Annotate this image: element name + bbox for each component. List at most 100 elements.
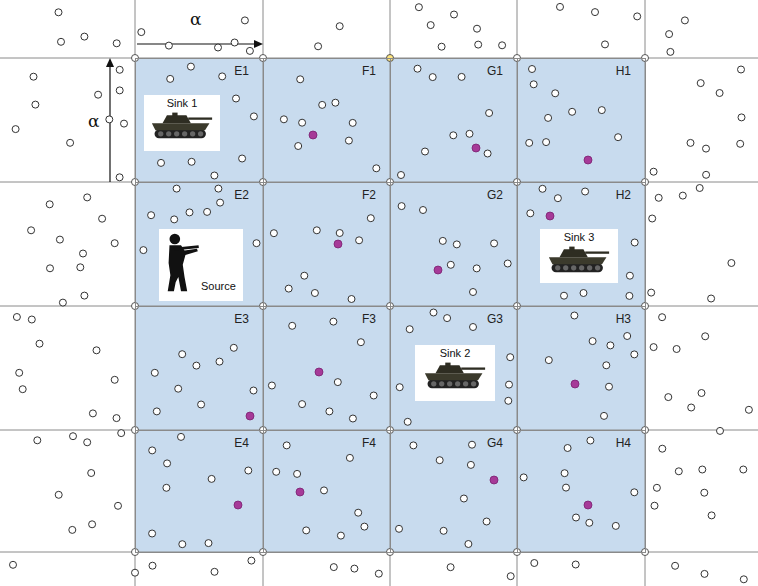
sensor-node [370, 392, 377, 399]
grid-cell: E1Sink 1 [135, 58, 264, 183]
sensor-node [93, 347, 100, 354]
sensor-node [491, 240, 498, 247]
grid-cell: E4 [135, 430, 264, 553]
sensor-node [230, 344, 237, 351]
sensor-node [745, 406, 752, 413]
sensor-node [414, 65, 421, 72]
sensor-node [280, 116, 287, 123]
sensor-node [634, 13, 641, 20]
sensor-node [703, 145, 710, 152]
sensor-node [398, 172, 405, 179]
sensor-node [631, 239, 638, 246]
sensor-node [208, 475, 215, 482]
sensor-node [666, 31, 673, 38]
cell-label: G3 [487, 312, 503, 326]
sensor-node [151, 369, 158, 376]
sensor-node [507, 573, 514, 580]
sensor-node [527, 210, 534, 217]
sensor-node [672, 562, 679, 569]
sensor-node [539, 185, 546, 192]
sensor-node [186, 209, 193, 216]
sensor-node [140, 247, 147, 254]
grid-cell: G1 [390, 58, 518, 183]
sensor-node [699, 466, 706, 473]
sensor-node [467, 461, 474, 468]
sensor-node [606, 383, 613, 390]
sensor-node [187, 63, 194, 70]
sensor-node [132, 569, 139, 576]
sensor-node [81, 292, 88, 299]
sensor-node [215, 44, 222, 51]
sensor-node [84, 439, 91, 446]
sensor-node [326, 408, 333, 415]
sensor-node [552, 90, 559, 97]
cluster-head-node [246, 412, 254, 420]
sensor-node [285, 285, 292, 292]
sensor-node [80, 250, 87, 257]
sensor-node [59, 299, 66, 306]
sensor-node [688, 404, 695, 411]
cluster-head-node [334, 240, 342, 248]
cluster-head-node [309, 131, 317, 139]
sensor-node [270, 230, 277, 237]
sensor-node [607, 342, 614, 349]
sensor-node [631, 351, 638, 358]
sensor-node [311, 290, 318, 297]
sensor-node [475, 41, 482, 48]
sensor-node [738, 114, 745, 121]
sensor-node [520, 474, 527, 481]
sensor-node [179, 351, 186, 358]
sensor-node [602, 41, 609, 48]
sensor-node [526, 139, 533, 146]
cell-label: F3 [362, 312, 376, 326]
sensor-node [373, 165, 380, 172]
sensor-node [245, 467, 252, 474]
sensor-node [404, 418, 411, 425]
shaded-region [135, 58, 645, 552]
cluster-head-node [434, 266, 442, 274]
arrow-head [254, 40, 263, 48]
sensor-node [406, 326, 413, 333]
cluster-head-node [584, 501, 592, 509]
sensor-node [356, 237, 363, 244]
sensor-node [615, 134, 622, 141]
cell-label: H1 [616, 64, 631, 78]
sensor-node [440, 527, 447, 534]
sensor-node [650, 344, 657, 351]
sensor-node [504, 260, 511, 267]
sensor-node [679, 192, 686, 199]
sensor-node [219, 73, 226, 80]
sensor-node [118, 430, 125, 437]
source-label: Source [201, 280, 236, 293]
sensor-node [173, 185, 180, 192]
sensor-node [188, 158, 195, 165]
sensor-node [571, 312, 578, 319]
grid-cell: E2Source [135, 182, 264, 307]
sensor-node [253, 240, 260, 247]
sink-label: Sink 1 [167, 97, 198, 110]
sensor-node [740, 576, 747, 583]
sensor-node [631, 489, 638, 496]
grid-cell: F3 [263, 306, 391, 431]
dimension-arrow [137, 43, 258, 44]
sensor-node [250, 113, 257, 120]
sensor-node [165, 42, 172, 49]
cluster-head-node [584, 156, 592, 164]
sensor-node [561, 470, 568, 477]
sensor-node [589, 338, 596, 345]
grid-cell: H4 [517, 430, 646, 553]
cell-label: H4 [616, 436, 631, 450]
sensor-node [158, 159, 165, 166]
sensor-node [16, 369, 23, 376]
sensor-node [453, 241, 460, 248]
sensor-node [675, 468, 682, 475]
sensor-node [299, 119, 306, 126]
sensor-node [233, 95, 240, 102]
sensor-node [703, 171, 710, 178]
sensor-node [211, 568, 218, 575]
sensor-node [563, 484, 570, 491]
sensor-node [545, 357, 552, 364]
sensor-node [659, 314, 666, 321]
sensor-node [336, 23, 343, 30]
